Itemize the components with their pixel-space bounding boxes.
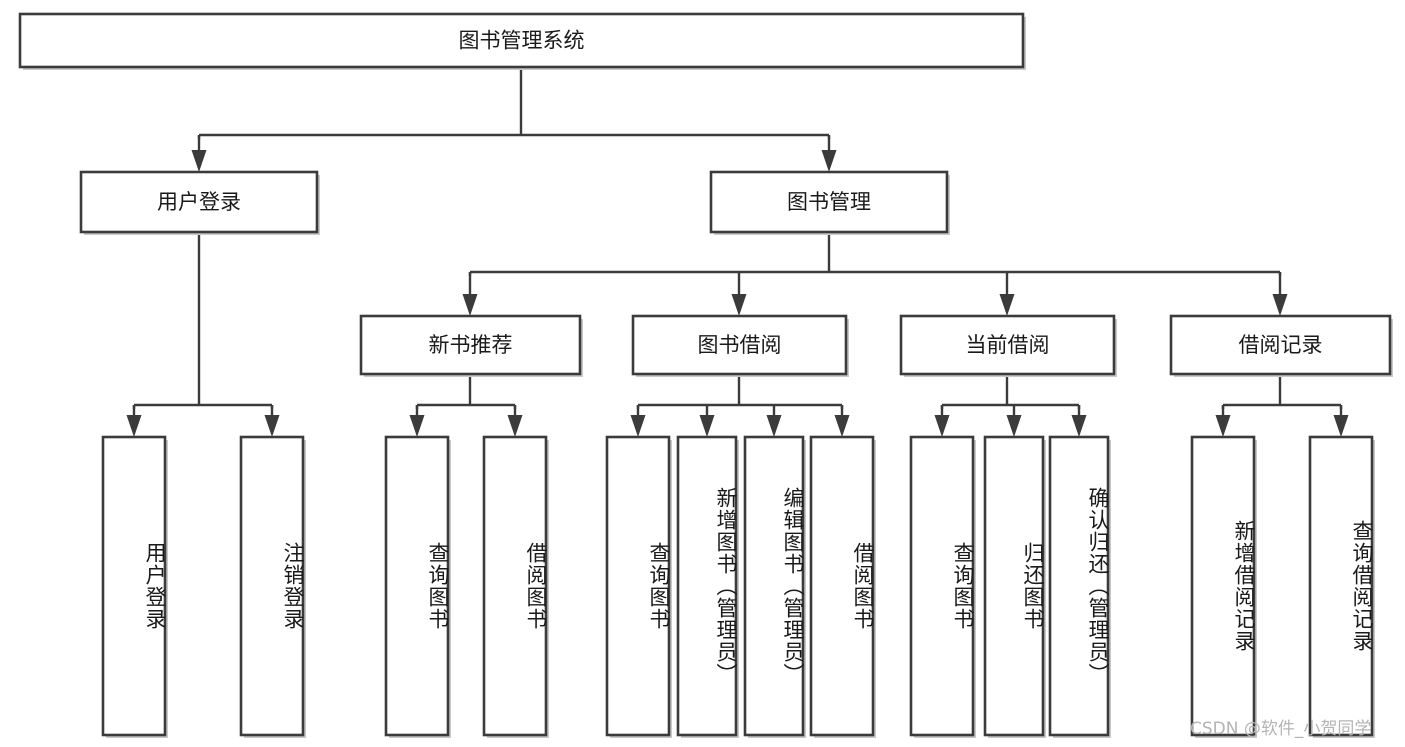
node-borrow-record[interactable]: 借阅记录 xyxy=(1169,314,1393,377)
node-rect-leaf-confirm-return-admin xyxy=(1048,435,1110,737)
node-rect-leaf-borrow-book-rec xyxy=(482,435,548,737)
arrow-head-br-to-leaf2 xyxy=(1333,415,1349,437)
node-leaf-user-login[interactable] xyxy=(101,435,168,738)
node-rect-leaf-add-book-admin xyxy=(676,435,738,737)
node-leaf-borrow-book-rec[interactable] xyxy=(482,435,549,738)
node-label-new-book-recommend: 新书推荐 xyxy=(429,333,513,357)
node-rect-leaf-query-book-borrow xyxy=(605,435,671,737)
node-rect-leaf-return-book xyxy=(983,435,1045,737)
arrow-head-bm-to-record xyxy=(1272,294,1288,316)
arrow-head-bb-to-leaf4 xyxy=(834,415,850,437)
node-label-current-borrow: 当前借阅 xyxy=(966,333,1050,357)
node-rect-new-book-recommend xyxy=(359,314,582,376)
node-rect-user-login xyxy=(79,170,319,234)
node-rect-book-management xyxy=(709,170,949,234)
node-rect-leaf-query-book-rec xyxy=(384,435,450,737)
arrow-head-bm-to-borrow xyxy=(731,294,747,316)
node-leaf-query-book-borrow[interactable] xyxy=(605,435,672,738)
node-leaf-confirm-return-admin[interactable] xyxy=(1048,435,1111,738)
node-rect-current-borrow xyxy=(899,314,1116,376)
node-rect-leaf-logout-login xyxy=(239,435,305,737)
node-rect-leaf-edit-book-admin xyxy=(743,435,805,737)
node-label-borrow-record: 借阅记录 xyxy=(1239,333,1323,357)
arrow-head-bb-to-leaf1 xyxy=(630,415,646,437)
node-leaf-edit-book-admin[interactable] xyxy=(743,435,806,738)
node-leaf-query-book-current[interactable] xyxy=(909,435,976,738)
arrow-head-cb-to-leaf2 xyxy=(1006,415,1022,437)
arrow-head-bb-to-leaf2 xyxy=(699,415,715,437)
node-leaf-borrow-book-borrow[interactable] xyxy=(809,435,876,738)
node-label-root: 图书管理系统 xyxy=(459,29,585,53)
node-rect-root xyxy=(18,12,1025,69)
arrow-head-bb-to-leaf3 xyxy=(766,415,782,437)
connector-layer xyxy=(126,67,1349,437)
node-current-borrow[interactable]: 当前借阅 xyxy=(899,314,1117,377)
arrow-head-br-to-leaf1 xyxy=(1215,415,1231,437)
node-label-user-login: 用户登录 xyxy=(157,190,241,214)
node-leaf-query-book-rec[interactable] xyxy=(384,435,451,738)
node-leaf-query-borrow-record[interactable] xyxy=(1308,435,1375,738)
csdn-watermark: CSDN @软件_小贺同学 xyxy=(1190,719,1372,739)
arrow-head-bm-to-rec xyxy=(462,294,478,316)
arrow-head-root-to-book-management xyxy=(821,150,837,172)
node-rect-leaf-query-book-current xyxy=(909,435,975,737)
node-rect-leaf-user-login xyxy=(101,435,167,737)
node-rect-leaf-add-borrow-record xyxy=(1190,435,1256,737)
arrow-head-ul-to-leaf2 xyxy=(264,415,280,437)
node-root[interactable]: 图书管理系统 xyxy=(18,12,1026,70)
node-user-login[interactable]: 用户登录 xyxy=(79,170,320,235)
arrow-head-rec-to-leaf1 xyxy=(409,415,425,437)
node-leaf-add-borrow-record[interactable] xyxy=(1190,435,1257,738)
node-rect-leaf-borrow-book-borrow xyxy=(809,435,875,737)
arrow-head-bm-to-current xyxy=(999,294,1015,316)
arrow-head-cb-to-leaf3 xyxy=(1071,415,1087,437)
node-rect-book-borrow xyxy=(631,314,848,376)
node-leaf-return-book[interactable] xyxy=(983,435,1046,738)
node-label-book-borrow: 图书借阅 xyxy=(698,333,782,357)
arrow-head-cb-to-leaf1 xyxy=(934,415,950,437)
node-book-borrow[interactable]: 图书借阅 xyxy=(631,314,849,377)
node-leaf-logout-login[interactable] xyxy=(239,435,306,738)
node-new-book-recommend[interactable]: 新书推荐 xyxy=(359,314,583,377)
node-leaf-add-book-admin[interactable] xyxy=(676,435,739,738)
arrow-head-rec-to-leaf2 xyxy=(507,415,523,437)
node-rect-borrow-record xyxy=(1169,314,1392,376)
node-rect-leaf-query-borrow-record xyxy=(1308,435,1374,737)
node-label-book-management: 图书管理 xyxy=(787,190,871,214)
node-book-management[interactable]: 图书管理 xyxy=(709,170,950,235)
arrow-head-ul-to-leaf1 xyxy=(126,415,142,437)
arrow-head-root-to-user-login xyxy=(191,150,207,172)
